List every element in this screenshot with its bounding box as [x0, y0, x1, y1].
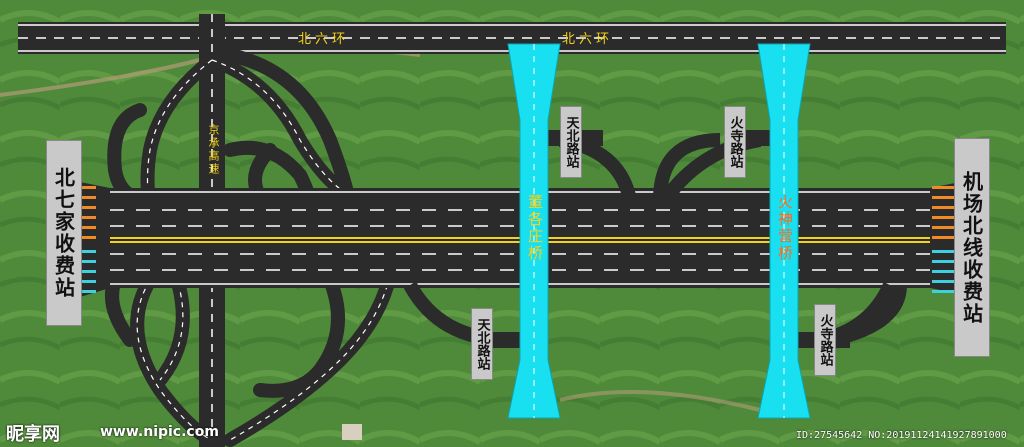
house-roof: [342, 424, 362, 440]
ring-road-label-left: 北六环: [298, 32, 350, 47]
huosi-bottom-station: 火寺路站: [814, 304, 836, 376]
bridge-left: [507, 43, 561, 419]
east-toll-station: 机场北线收费站: [954, 138, 990, 357]
huosi-top-station: 火寺路站: [724, 106, 746, 178]
tianbei-top-station: 天北路站: [560, 106, 582, 178]
east-toll-lanes: [932, 186, 954, 293]
watermark-logo: 昵享网: [6, 424, 60, 445]
bridge-right: [757, 43, 811, 419]
bridge-right-label: 火神营桥: [776, 194, 794, 262]
bridge-left-label: 董各庄桥: [526, 194, 544, 262]
dirt-path: [559, 390, 761, 412]
watermark-id: ID:27545642 NO:20191124141927891000: [796, 430, 1007, 441]
ring-road-label-right: 北六环: [562, 32, 614, 47]
west-toll-lanes: [74, 186, 96, 293]
west-toll-station: 北七家收费站: [46, 140, 82, 326]
expressway-label: 京承高速: [207, 124, 220, 176]
tianbei-bottom-station: 天北路站: [471, 308, 493, 380]
watermark-url: www.nipic.com: [100, 424, 219, 440]
